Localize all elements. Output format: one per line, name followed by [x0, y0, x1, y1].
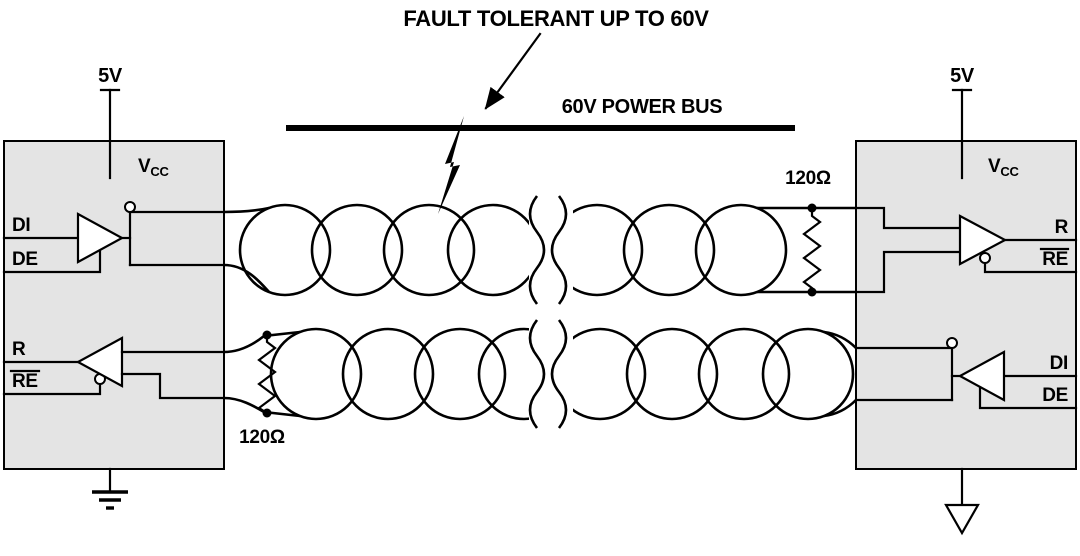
left-transceiver: 5V VCC DI DE R RE	[2, 65, 226, 510]
chassis-ground-icon	[944, 467, 980, 536]
resistor-value-label: 120Ω	[239, 427, 285, 448]
left-pin-di-label: DI	[12, 215, 30, 236]
twisted-pair-top: 120Ω	[223, 168, 856, 305]
cable-break-squiggle	[550, 319, 568, 429]
pair-flare	[223, 263, 270, 293]
termination-resistor-top-right: 120Ω	[785, 168, 831, 297]
termination-resistor-bottom-left: 120Ω	[239, 330, 285, 448]
left-re-wire	[2, 382, 102, 396]
cable-break-squiggle	[550, 195, 568, 305]
cable-loop	[341, 327, 435, 421]
twisted-pair-bottom: 120Ω	[223, 319, 857, 448]
left-supply-label: 5V	[98, 65, 123, 87]
right-vcc-label: VCC	[988, 156, 1019, 179]
left-pin-de-label: DE	[12, 249, 38, 270]
left-vcc-label: VCC	[138, 156, 169, 179]
receiver-triangle-icon	[958, 214, 1008, 266]
cable-loop	[269, 327, 363, 421]
right-de-wire	[978, 386, 1078, 410]
inverting-bubble-icon	[946, 337, 958, 349]
pair-flare	[823, 399, 857, 418]
left-receiver-buffer-icon: R RE	[2, 336, 226, 400]
enable-bubble-icon	[979, 252, 991, 264]
driver-triangle-icon	[957, 350, 1006, 402]
cable-loop	[310, 203, 404, 297]
receiver-in-b-wire	[854, 250, 962, 294]
right-re-wire	[983, 261, 1078, 274]
cable-loop	[238, 203, 332, 297]
right-pin-di-label: DI	[1050, 353, 1068, 374]
pointer-arrow	[484, 32, 542, 110]
left-pin-re-label: RE	[12, 371, 38, 392]
left-pin-r-label: R	[12, 339, 26, 360]
pair-flare	[223, 330, 301, 354]
receiver-triangle-icon	[75, 336, 124, 388]
fault-tolerant-title: FAULT TOLERANT UP TO 60V	[403, 6, 709, 31]
junction-dot	[262, 408, 272, 418]
cable-loop	[413, 327, 507, 421]
cable-break-squiggle	[528, 195, 546, 305]
cable-loop	[446, 203, 540, 297]
right-driver-buffer-icon: DI DE	[854, 337, 1078, 410]
receiver-in-a-wire	[854, 206, 962, 230]
pair-flare	[823, 330, 857, 349]
right-supply-label: 5V	[950, 65, 975, 87]
right-pin-r-label: R	[1055, 217, 1069, 238]
right-transceiver: 5V VCC R RE DI DE	[854, 65, 1078, 536]
power-bus-label: 60V POWER BUS	[562, 96, 723, 118]
right-pin-re-label: RE	[1042, 249, 1068, 270]
cable-loop	[382, 203, 476, 297]
cable-loop	[622, 203, 716, 297]
lightning-bolt-icon	[438, 116, 464, 214]
resistor-value-label: 120Ω	[785, 168, 831, 189]
fault-annotation: FAULT TOLERANT UP TO 60V	[403, 6, 710, 214]
inverting-bubble-icon	[124, 201, 136, 213]
right-pin-de-label: DE	[1042, 385, 1068, 406]
junction-dot	[807, 287, 817, 297]
junction-dot	[262, 330, 272, 340]
resistor-icon	[802, 206, 822, 294]
left-de-wire	[2, 248, 102, 274]
driver-triangle-icon	[76, 212, 125, 264]
cable-loop	[761, 327, 855, 421]
down-triangle-icon	[944, 503, 980, 536]
receiver-in-b-wire	[120, 372, 226, 400]
right-transceiver-box	[855, 140, 1077, 470]
cable-break-squiggle	[528, 319, 546, 429]
left-transceiver-box	[3, 140, 225, 470]
ground-icon	[92, 467, 128, 510]
resistor-icon	[257, 333, 277, 415]
junction-dot	[807, 203, 817, 213]
cable-loop	[697, 327, 791, 421]
cable-loop	[694, 203, 788, 297]
power-bus: 60V POWER BUS	[286, 96, 795, 131]
left-driver-buffer-icon: DI DE	[2, 201, 226, 274]
right-receiver-buffer-icon: R RE	[854, 206, 1078, 294]
cable-loop	[625, 327, 719, 421]
